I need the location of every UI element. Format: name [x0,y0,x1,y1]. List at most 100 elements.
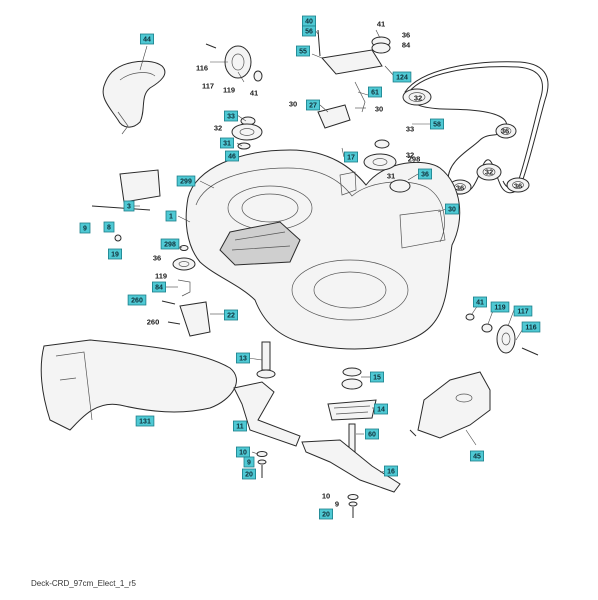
callout-box [305,99,320,111]
callout-33: 33 [223,110,238,122]
callout-text: 36 [153,254,161,263]
callout-text: 16 [387,469,395,476]
height-bracket [91,169,161,242]
callout-box [295,45,310,57]
callout-text: 40 [305,19,313,26]
callout-15: 15 [369,371,384,383]
callout-text: 10 [322,492,330,501]
callout-text: 61 [371,90,379,97]
callout-41: 41 [377,20,385,29]
callout-32: 32 [406,151,414,160]
callout-1: 1 [165,210,177,222]
callout-box [318,508,333,520]
callout-box [224,150,239,162]
callout-text: 84 [155,285,163,292]
callout-box [243,456,255,468]
callout-13: 13 [235,352,250,364]
callout-260: 260 [147,318,160,327]
callout-text: 298 [408,155,421,164]
callout-14: 14 [373,403,388,415]
callout-36: 36 [417,168,432,180]
callout-text: 56 [305,29,313,36]
callout-box [123,200,135,212]
callout-text: 41 [377,20,385,29]
callout-30: 30 [444,203,459,215]
callout-text: 1 [169,214,173,221]
callout-44: 44 [139,33,154,45]
callout-box [513,305,533,317]
callout-text: 10 [239,450,247,457]
callout-41: 41 [250,89,258,98]
callout-119: 119 [223,86,235,95]
callout-box [444,203,459,215]
belt-pulley-center [476,163,502,181]
callout-text: 55 [299,49,307,56]
callout-text: 9 [335,500,339,509]
callout-84: 84 [402,41,411,50]
belt-guard [409,371,491,439]
callout-box [223,110,238,122]
callout-3: 3 [123,200,135,212]
callout-text: 20 [245,472,253,479]
callout-box [469,450,484,462]
callout-text: 116 [525,325,536,332]
callout-9: 9 [79,222,91,234]
callout-text: 31 [387,172,395,181]
callout-box [103,221,115,233]
callout-117: 117 [513,305,533,317]
blade-left [233,381,301,447]
callout-text: 60 [368,432,376,439]
callout-text: 27 [309,103,317,110]
callout-36: 36 [501,127,509,136]
callout-116: 116 [521,321,541,333]
callout-box [373,403,388,415]
callout-text: 11 [236,424,244,431]
callout-text: 119 [223,86,235,95]
callout-text: 117 [517,309,528,316]
pulley-right [363,139,411,193]
callout-41: 41 [472,296,487,308]
callout-box [364,428,379,440]
callout-box [219,137,234,149]
blade-bolt-left [256,451,268,478]
callout-31: 31 [387,172,395,181]
spindle-housing [327,367,377,461]
callout-text: 31 [223,141,231,148]
callout-text: 8 [107,225,111,232]
callout-box [223,309,238,321]
callout-text: 32 [214,124,222,133]
callout-box [176,175,196,187]
idler-bracket [317,29,391,129]
grass-chute [40,339,237,431]
callout-box [521,321,541,333]
callout-text: 116 [196,64,208,73]
callout-119: 119 [490,301,510,313]
callout-117: 117 [202,82,214,91]
callout-text: 30 [448,207,456,214]
callout-box [108,248,123,260]
callout-text: 9 [247,460,251,467]
callout-text: 84 [402,41,411,50]
callout-32: 32 [485,168,493,177]
callout-20: 20 [241,468,256,480]
callout-box [429,118,444,130]
callout-box [417,168,432,180]
callout-text: 44 [143,37,151,44]
spindle-left [256,341,276,379]
callout-text: 119 [155,272,167,281]
callout-40: 40 [301,15,316,27]
callout-36: 36 [402,31,410,40]
pulley-left [231,116,263,150]
callout-text: 33 [406,125,414,134]
callout-box [241,468,256,480]
callout-text: 14 [377,407,385,414]
callout-text: 32 [406,151,414,160]
callout-text: 19 [111,252,119,259]
callout-text: 3 [127,204,131,211]
callout-55: 55 [295,45,310,57]
callout-box [383,465,398,477]
blade-right [301,439,401,493]
callout-260: 260 [127,294,147,306]
